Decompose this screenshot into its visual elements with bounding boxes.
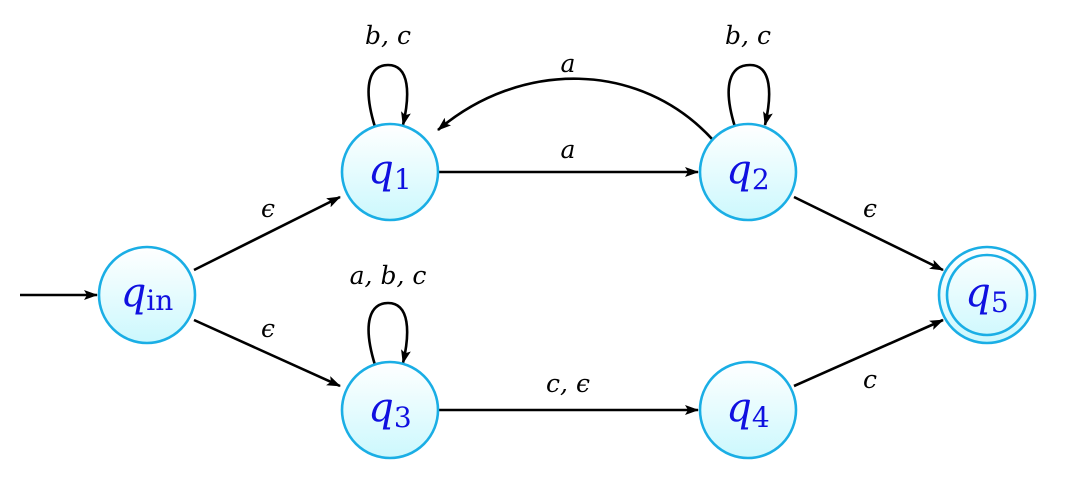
edge-q2-loop <box>727 63 773 128</box>
state-label-q1: q1 <box>368 147 411 196</box>
edge-q3-loop <box>367 301 411 366</box>
label-q4-q5: c <box>863 365 877 394</box>
edge-qin-q1 <box>193 195 341 272</box>
label-qin-q3: ϵ <box>261 314 275 343</box>
edge-labels: ϵ ϵ b, c a a b, c ϵ a, b, c c, ϵ c <box>261 21 877 398</box>
state-label-qin: qin <box>121 270 174 317</box>
state-q5-accepting: q5 <box>937 245 1037 345</box>
label-qin-q1: ϵ <box>261 194 275 223</box>
label-q1-q2: a <box>561 135 576 164</box>
edge-q2-q5 <box>793 195 944 272</box>
state-qin: qin <box>97 245 197 345</box>
label-q3-loop: a, b, c <box>350 261 427 290</box>
edge-qin-q3 <box>193 318 341 388</box>
state-label-q3: q3 <box>368 385 411 434</box>
label-q1-loop: b, c <box>365 21 411 50</box>
label-q3-q4: c, ϵ <box>546 369 590 398</box>
edges <box>20 63 944 415</box>
label-q2-q5: ϵ <box>863 194 877 223</box>
edge-q2-q1 <box>437 77 714 141</box>
edge-q4-q5 <box>793 318 944 388</box>
state-q4: q4 <box>698 360 798 460</box>
accepting-ring <box>945 253 1029 337</box>
state-q1: q1 <box>340 122 440 222</box>
state-label-q2: q2 <box>726 147 769 196</box>
state-label-q4: q4 <box>726 385 769 434</box>
label-q2-q1: a <box>561 49 576 78</box>
state-q2: q2 <box>698 122 798 222</box>
label-q2-loop: b, c <box>725 21 771 50</box>
state-label-q5: q5 <box>965 270 1008 319</box>
state-q3: q3 <box>340 360 440 460</box>
edge-q1-loop <box>367 63 411 128</box>
